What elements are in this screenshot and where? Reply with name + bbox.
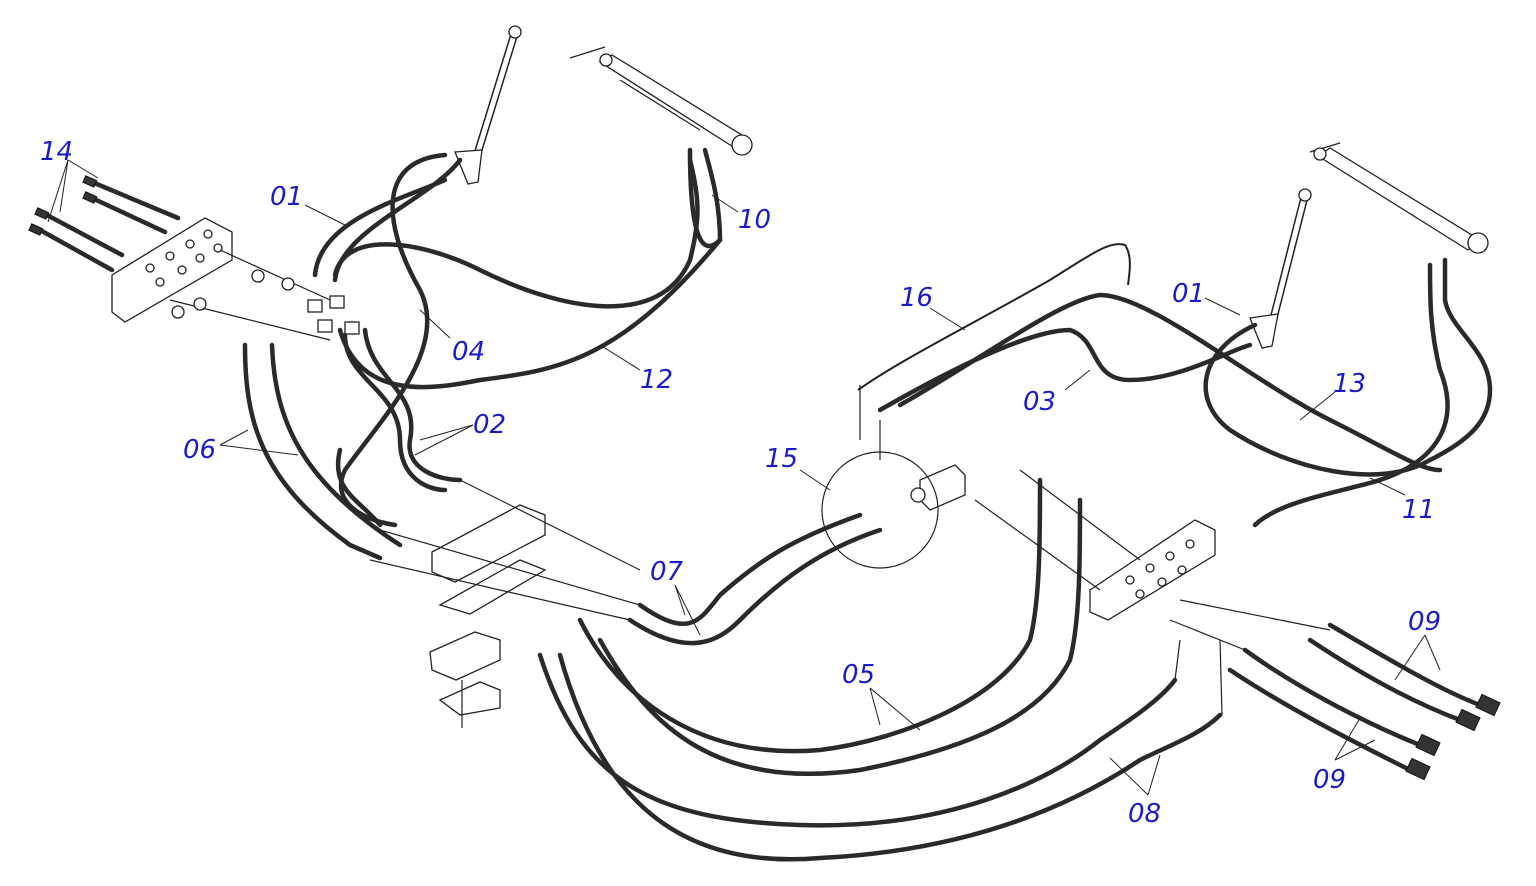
callout-15: 15: [765, 444, 798, 474]
hose-09: [1327, 622, 1483, 708]
steel-lines: [369, 385, 1331, 716]
callout-09-top: 09: [1408, 607, 1441, 637]
right-tilt-cylinder: [1309, 142, 1489, 254]
hose-assemblies: [242, 147, 1501, 862]
hose-02: [342, 332, 448, 493]
hose-05: [577, 477, 1043, 754]
callout-12: 12: [640, 365, 673, 395]
callout-09-bottom: 09: [1313, 765, 1346, 795]
callout-08: 08: [1128, 799, 1161, 829]
hose-13: [1203, 257, 1493, 477]
left-lift-cylinder: [454, 25, 522, 185]
callout-06: 06: [183, 435, 216, 465]
quick-coupler-group: [28, 175, 181, 273]
callout-13: 13: [1333, 369, 1366, 399]
callout-02: 02: [473, 410, 506, 440]
right-manifold-plate: [1089, 519, 1216, 621]
hose-07: [637, 512, 863, 627]
hose-16: [857, 243, 1131, 391]
hose-06: [242, 342, 383, 561]
left-manifold-plate: [111, 217, 233, 323]
detail-circle: [821, 451, 939, 569]
valve-block: [821, 451, 966, 569]
callout-11: 11: [1402, 495, 1435, 525]
callout-03: 03: [1023, 387, 1056, 417]
left-fittings: [169, 249, 360, 341]
callouts: 14 01 10 04 12 06 02 16 01 03 13 15 11 0…: [40, 137, 1441, 829]
center-mounting-bracket: [429, 504, 547, 728]
callout-01-right: 01: [1172, 279, 1205, 309]
callout-04: 04: [452, 337, 485, 367]
left-tilt-cylinder: [569, 46, 753, 156]
hose-04: [338, 152, 448, 528]
hose-11: [1252, 262, 1450, 528]
hose-03: [877, 327, 1253, 413]
callout-16: 16: [900, 283, 933, 313]
callout-01-left: 01: [270, 182, 303, 212]
hose-01-left: [312, 177, 448, 278]
hose-12: [332, 157, 700, 309]
callout-14: 14: [40, 137, 73, 167]
right-lift-cylinder: [1249, 188, 1312, 349]
callout-10: 10: [738, 205, 771, 235]
callout-07: 07: [650, 557, 684, 587]
leader-lines: [47, 159, 1441, 796]
callout-05: 05: [842, 660, 875, 690]
